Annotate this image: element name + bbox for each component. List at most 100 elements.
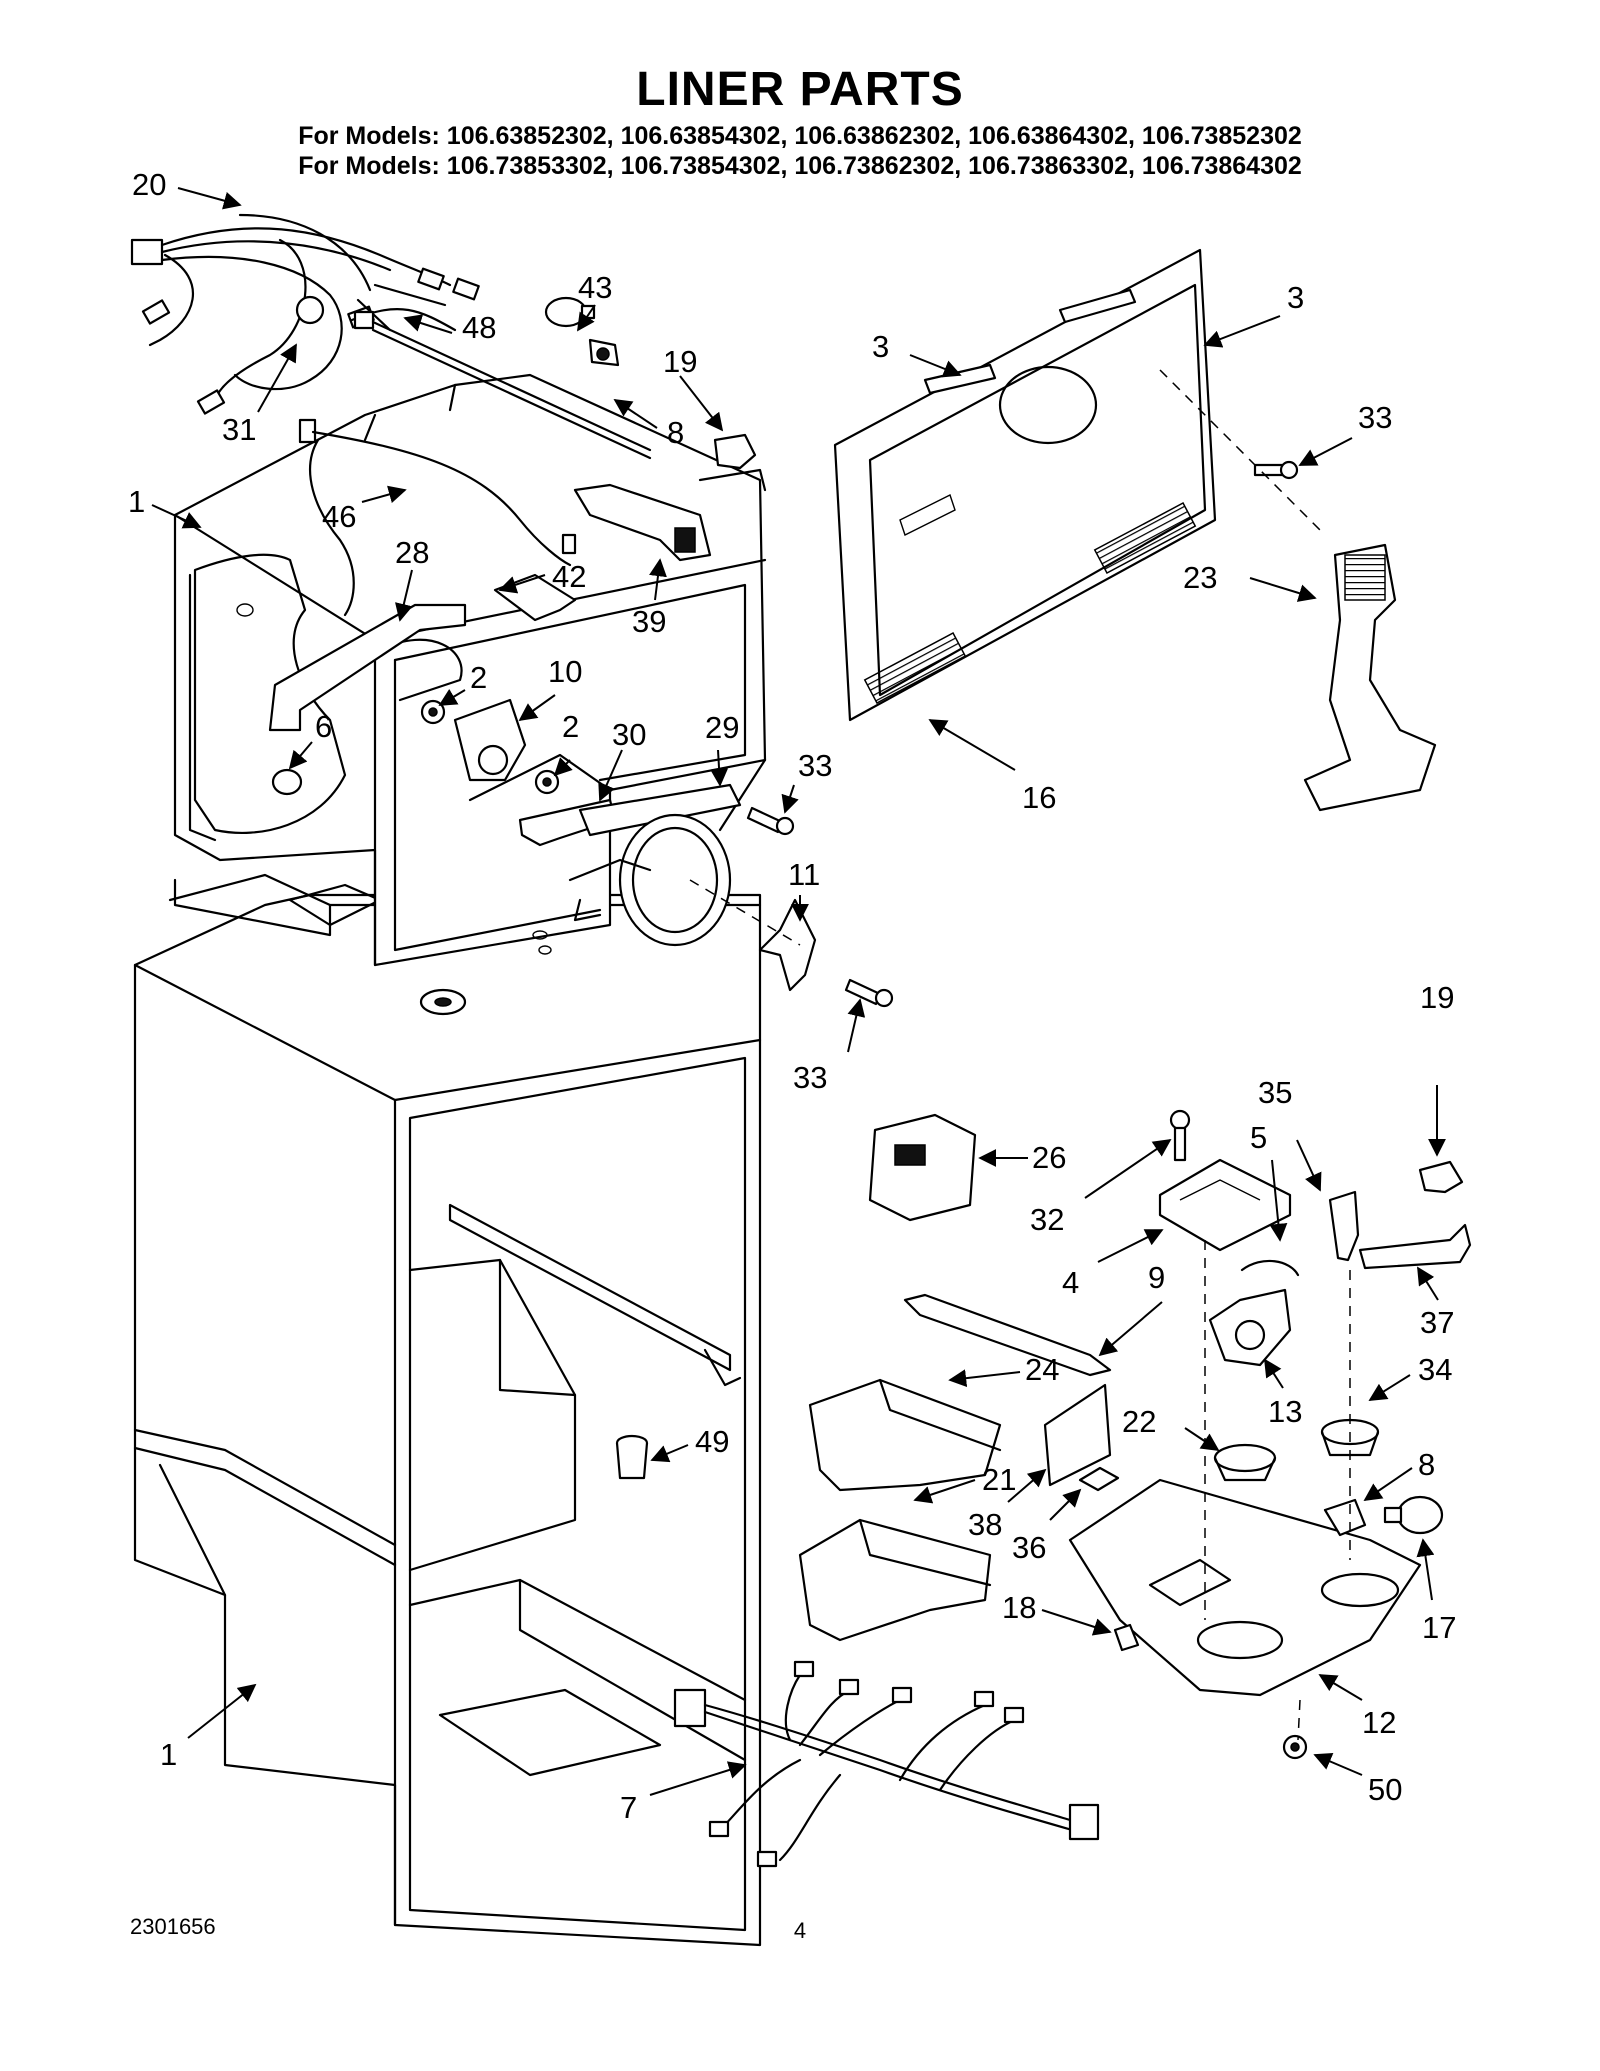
part-13-assembly: [1208, 1288, 1292, 1367]
part-28-bracket: [268, 603, 467, 732]
callout-18: 18: [1002, 1590, 1036, 1625]
part-33-screw-c: [1253, 460, 1299, 480]
part-23-air-tower: [1303, 543, 1437, 812]
callout-26: 26: [1032, 1140, 1066, 1175]
callout-11: 11: [788, 857, 820, 892]
callout-19-lower: 19: [1420, 980, 1454, 1015]
part-49-drain: [615, 1434, 649, 1480]
part-32-screw: [1169, 1109, 1191, 1162]
page-number: 4: [793, 1918, 807, 1943]
callout-9: 9: [1148, 1260, 1165, 1295]
callout-8-upper: 8: [667, 415, 684, 450]
part-3-gasket-top: [1058, 288, 1137, 324]
callout-43: 43: [578, 270, 612, 305]
callout-10: 10: [548, 654, 582, 689]
part-16-evaporator-cover: [833, 248, 1217, 722]
part-8-socket-lower: [1323, 1498, 1367, 1537]
part-19-lower: [1418, 1160, 1464, 1194]
part-7-wiring-harness: [673, 1660, 1100, 1868]
callout-37: 37: [1420, 1305, 1454, 1340]
callout-24: 24: [1025, 1352, 1059, 1387]
part-46-wire: [298, 418, 577, 617]
callout-7: 7: [620, 1790, 637, 1825]
callout-21: 21: [982, 1462, 1016, 1497]
document-number: 2301656: [130, 1914, 216, 1939]
part-12-light-housing: [1068, 1478, 1422, 1697]
callout-12: 12: [1362, 1705, 1396, 1740]
callout-23: 23: [1183, 560, 1217, 595]
part-33-screw-b: [844, 978, 894, 1008]
callout-8-lower: 8: [1418, 1447, 1435, 1482]
callout-36: 36: [1012, 1530, 1046, 1565]
part-29-bracket: [578, 783, 742, 837]
callout-2-b: 2: [562, 709, 579, 744]
part-4-control-board: [1158, 1158, 1292, 1252]
callout-33-c: 33: [1358, 400, 1392, 435]
callout-30: 30: [612, 717, 646, 752]
callout-31: 31: [222, 412, 256, 447]
callout-38: 38: [968, 1507, 1002, 1542]
part-11-fan-blade: [758, 898, 817, 992]
callout-3-right: 3: [1287, 280, 1304, 315]
callout-5: 5: [1250, 1120, 1267, 1155]
callout-16: 16: [1022, 780, 1056, 815]
callout-2-a: 2: [470, 660, 487, 695]
callout-35: 35: [1258, 1075, 1292, 1110]
part-19-upper: [713, 433, 757, 470]
page-title: LINER PARTS: [636, 63, 964, 116]
part-50-nut: [1282, 1734, 1308, 1760]
part-37-bracket: [1358, 1223, 1472, 1270]
callout-1-upper: 1: [128, 484, 145, 519]
callout-34: 34: [1418, 1352, 1452, 1387]
callout-13: 13: [1268, 1394, 1302, 1429]
callout-29: 29: [705, 710, 739, 745]
callout-39: 39: [632, 604, 666, 639]
callout-6: 6: [315, 709, 332, 744]
callout-32: 32: [1030, 1202, 1064, 1237]
part-43-bulb: [544, 296, 596, 328]
callout-4: 4: [1062, 1265, 1079, 1300]
part-33-screw-a: [746, 806, 795, 836]
part-wiring-harness-top: [130, 213, 480, 415]
part-22-cup: [1213, 1443, 1277, 1482]
part-48-clip: [353, 310, 652, 460]
part-fresh-food-liner: [133, 873, 762, 1947]
callout-labels: 20 31 48 43 19 8 1 46 28 42 39 2 10 6 2 …: [128, 167, 1456, 1825]
callout-46: 46: [322, 499, 356, 534]
callout-33-a: 33: [798, 748, 832, 783]
models-line-2: For Models: 106.73853302, 106.73854302, …: [298, 152, 1302, 180]
callout-48: 48: [462, 310, 496, 345]
part-8-socket-upper: [588, 338, 620, 367]
part-17-bulb: [1383, 1495, 1444, 1535]
callout-20: 20: [132, 167, 166, 202]
part-35-switch: [1328, 1190, 1360, 1262]
part-24-cover: [808, 1378, 1002, 1492]
part-3-gasket-left: [923, 363, 997, 395]
part-21-bin: [798, 1518, 992, 1642]
callout-42: 42: [552, 559, 586, 594]
callout-3-left: 3: [872, 329, 889, 364]
models-line-1: For Models: 106.63852302, 106.63854302, …: [298, 122, 1302, 150]
part-39-duct: [573, 483, 712, 562]
part-6-cap: [271, 768, 303, 796]
callout-50: 50: [1368, 1772, 1402, 1807]
callout-leaders: [151, 187, 1446, 1796]
callout-19-upper: 19: [663, 344, 697, 379]
callout-28: 28: [395, 535, 429, 570]
part-2-knob-b: [534, 769, 560, 795]
part-9-strip: [903, 1293, 1112, 1377]
callout-22: 22: [1122, 1404, 1156, 1439]
part-38-plate: [1043, 1383, 1112, 1487]
part-fan-shroud: [568, 813, 732, 947]
part-2-knob-a: [420, 699, 446, 725]
callout-17: 17: [1422, 1610, 1456, 1645]
assembly-dash-lines: [689, 369, 1351, 1741]
callout-33-b: 33: [793, 1060, 827, 1095]
callout-49: 49: [695, 1424, 729, 1459]
part-36-pad: [1078, 1466, 1120, 1492]
callout-1-lower: 1: [160, 1737, 177, 1772]
part-26-housing: [868, 1113, 977, 1222]
part-5-clip: [1240, 1259, 1300, 1277]
